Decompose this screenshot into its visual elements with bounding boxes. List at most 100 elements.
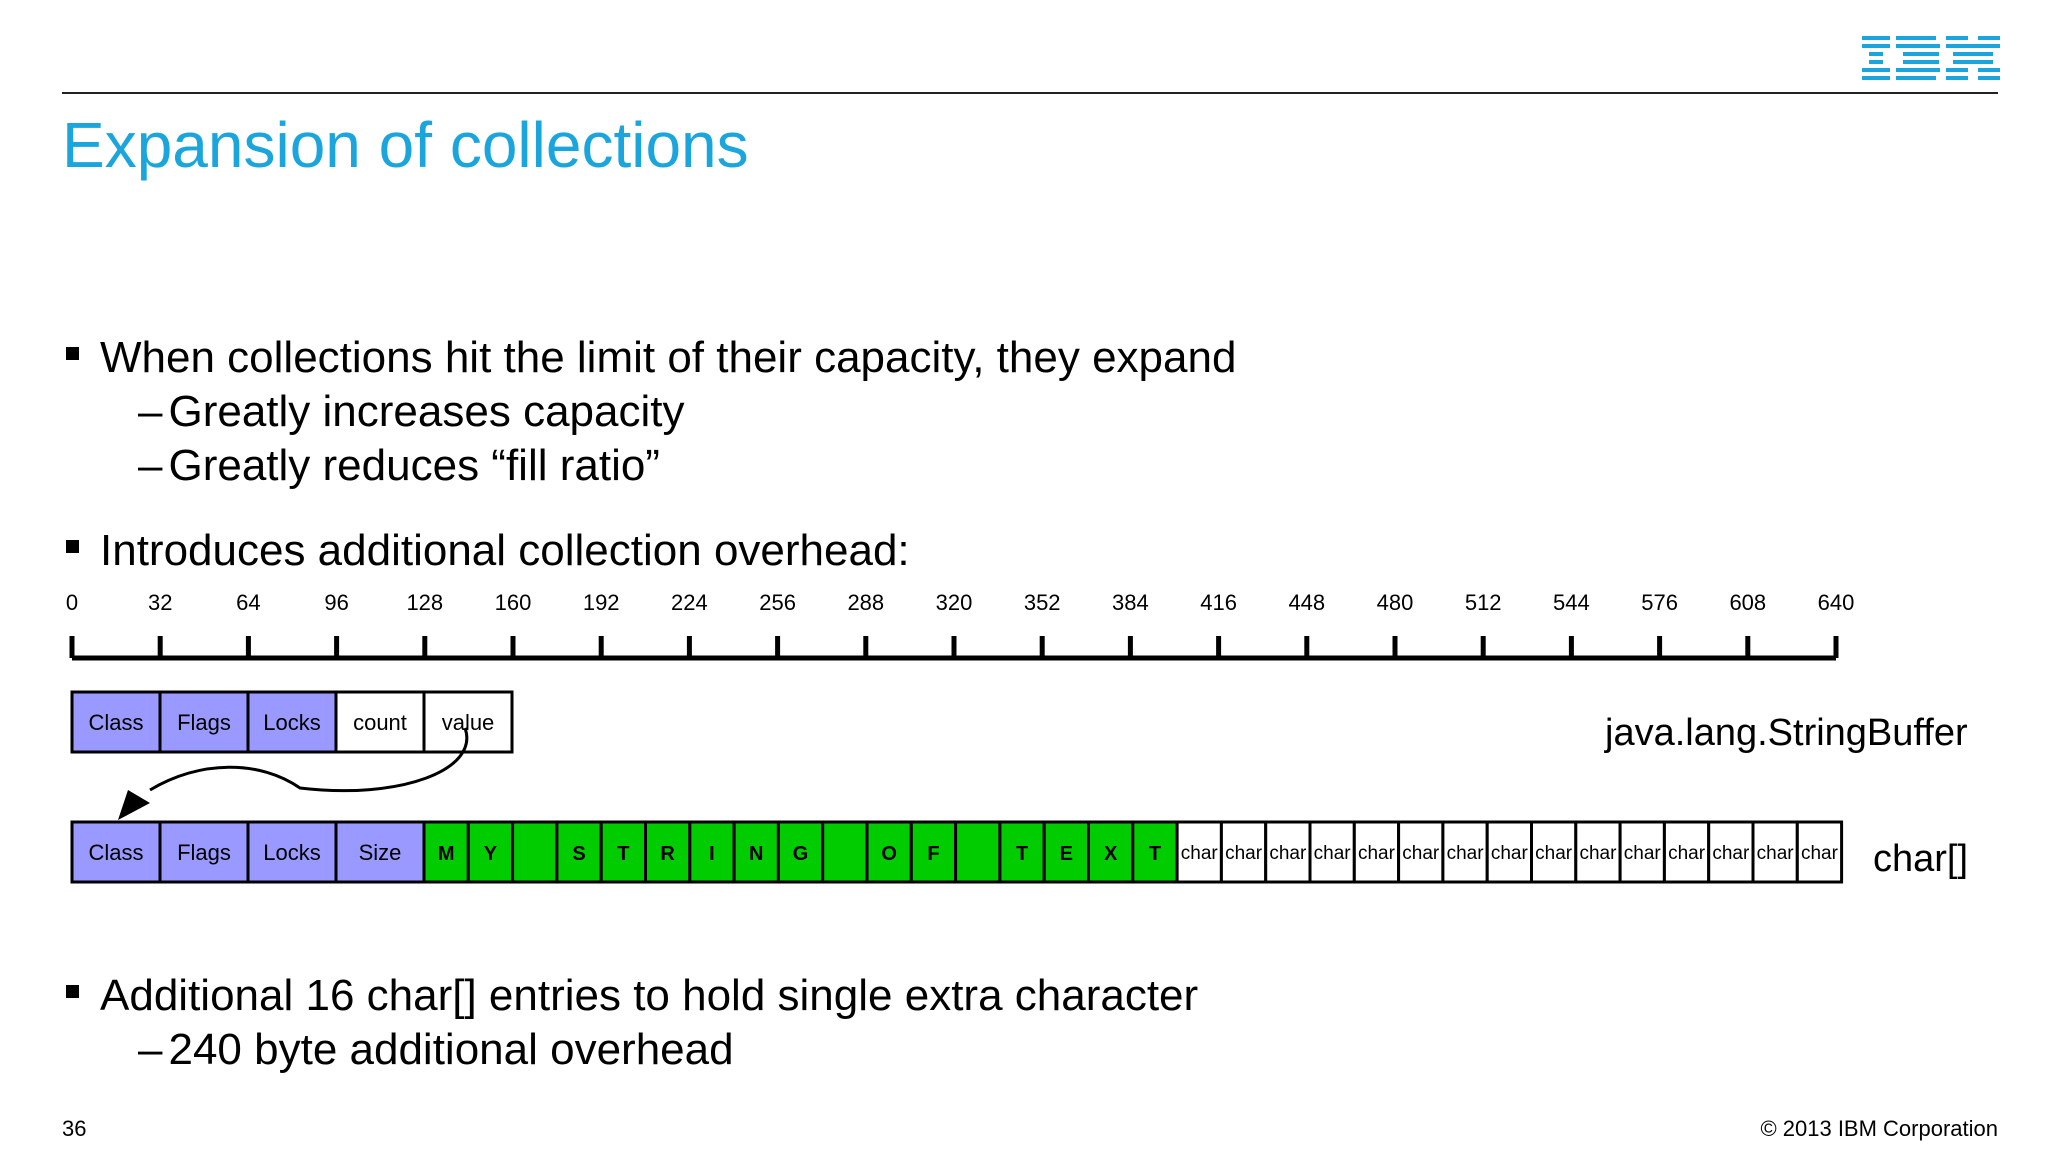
empty-char-slot-box: [1397, 820, 1445, 884]
empty-char-slot-label: char: [1269, 843, 1307, 864]
ruler-tick-label: 352: [1024, 590, 1061, 615]
char-slot-box: [555, 820, 603, 884]
value-reference-arrow: [118, 727, 469, 820]
empty-char-slot-label: char: [1668, 843, 1706, 864]
stringbuffer-field-label: Class: [88, 710, 143, 735]
stringbuffer-type-label: java.lang.StringBuffer: [1605, 712, 1968, 754]
bullet-1-sub-1: –Greatly increases capacity: [138, 386, 684, 438]
dash-glyph: –: [138, 441, 163, 490]
ruler-tick-label: 256: [759, 590, 796, 615]
empty-char-slot-label: char: [1447, 843, 1485, 864]
ruler-tick-label: 640: [1818, 590, 1855, 615]
char-slot-label: O: [881, 843, 897, 865]
empty-char-slot-label: char: [1801, 843, 1839, 864]
empty-char-slot-label: char: [1225, 843, 1263, 864]
copyright: © 2013 IBM Corporation: [1760, 1116, 1998, 1141]
char-slot-label: Y: [484, 843, 498, 865]
ruler-tick-label: 64: [236, 590, 260, 615]
char-slot-box: [466, 820, 515, 884]
char-slot-label: M: [438, 843, 455, 865]
char-slot-label: N: [749, 843, 763, 865]
empty-char-slot-label: char: [1491, 843, 1529, 864]
empty-char-slot-label: char: [1579, 843, 1617, 864]
slide-title: Expansion of collections: [62, 109, 749, 181]
chararray-header-label: Flags: [177, 840, 231, 865]
ruler-tick-label: 608: [1729, 590, 1766, 615]
ruler-tick-label: 576: [1641, 590, 1678, 615]
ruler-tick-label: 224: [671, 590, 708, 615]
chararray-header-box: [158, 820, 250, 884]
char-slot-box: [511, 820, 559, 884]
bullet-3-sub-1-text: 240 byte additional overhead: [168, 1025, 734, 1074]
ruler-tick-label: 384: [1112, 590, 1149, 615]
char-slot-box: [688, 820, 736, 884]
empty-char-slot-label: char: [1535, 843, 1573, 864]
stringbuffer-field-label: Locks: [263, 710, 320, 735]
char-slot-label: I: [709, 843, 715, 865]
empty-char-slot-label: char: [1624, 843, 1662, 864]
empty-char-slot-label: char: [1757, 843, 1795, 864]
char-slot-label: R: [660, 843, 675, 865]
char-slot-label: T: [1016, 843, 1028, 865]
chararray-type-label: char[]: [1873, 838, 1969, 880]
ruler-tick-label: 288: [847, 590, 884, 615]
ruler-tick-label: 512: [1465, 590, 1502, 615]
empty-char-slot-box: [1485, 820, 1533, 884]
ruler-tick-label: 320: [936, 590, 973, 615]
empty-char-slot-box: [1574, 820, 1622, 884]
char-slot-box: [998, 820, 1046, 884]
ruler-tick-label: 128: [406, 590, 443, 615]
ruler-tick-label: 480: [1377, 590, 1414, 615]
stringbuffer-field-box: [334, 690, 426, 754]
empty-char-slot-box: [1352, 820, 1401, 884]
char-slot-label: T: [1149, 843, 1161, 865]
header-divider: [62, 92, 1998, 94]
empty-char-slot-box: [1175, 820, 1223, 884]
char-slot-label: T: [617, 843, 629, 865]
empty-char-slot-label: char: [1314, 843, 1352, 864]
empty-char-slot-label: char: [1402, 843, 1440, 864]
char-slot-label: G: [793, 843, 809, 865]
empty-char-slot-box: [1264, 820, 1312, 884]
empty-char-slot-box: [1662, 820, 1711, 884]
ruler-tick-label: 448: [1288, 590, 1325, 615]
ibm-logo: [1862, 36, 2000, 85]
empty-char-slot-box: [1308, 820, 1356, 884]
char-slot-box: [821, 820, 869, 884]
stringbuffer-field-label: value: [442, 710, 495, 735]
empty-char-slot-box: [1618, 820, 1666, 884]
char-slot-label: S: [572, 843, 585, 865]
stringbuffer-field-box: [70, 690, 162, 754]
stringbuffer-row: Class Flags Locks count value: [70, 690, 514, 754]
bullet-3-sub-1: –240 byte additional overhead: [138, 1024, 734, 1076]
empty-char-slot-label: char: [1358, 843, 1396, 864]
char-slot-box: [644, 820, 692, 884]
ruler-tick-label: 544: [1553, 590, 1590, 615]
bullet-3: Additional 16 char[] entries to hold sin…: [100, 971, 1199, 1020]
dash-glyph: –: [138, 1025, 163, 1074]
bullet-2: Introduces additional collection overhea…: [100, 526, 910, 575]
char-slot-label: X: [1104, 843, 1118, 865]
ruler-tick-label: 0: [66, 590, 78, 615]
ruler-tick-label: 192: [583, 590, 620, 615]
chararray-header-label: Locks: [263, 840, 320, 865]
page-number: 36: [62, 1116, 87, 1141]
char-slot-label: F: [927, 843, 939, 865]
char-slot-box: [954, 820, 1002, 884]
bullet-marker: [66, 540, 79, 553]
empty-char-slot-label: char: [1712, 843, 1750, 864]
ruler-tick-label: 160: [495, 590, 532, 615]
empty-char-slot-box: [1795, 820, 1844, 884]
stringbuffer-field-label: count: [353, 710, 407, 735]
stringbuffer-field-label: Flags: [177, 710, 231, 735]
chararray-header-label: Class: [88, 840, 143, 865]
empty-char-slot-box: [1530, 820, 1578, 884]
ruler-tick-label: 416: [1200, 590, 1237, 615]
char-slot-label: E: [1060, 843, 1073, 865]
dash-glyph: –: [138, 387, 163, 436]
stringbuffer-field-box: [158, 690, 250, 754]
ruler-tick-label: 32: [148, 590, 172, 615]
